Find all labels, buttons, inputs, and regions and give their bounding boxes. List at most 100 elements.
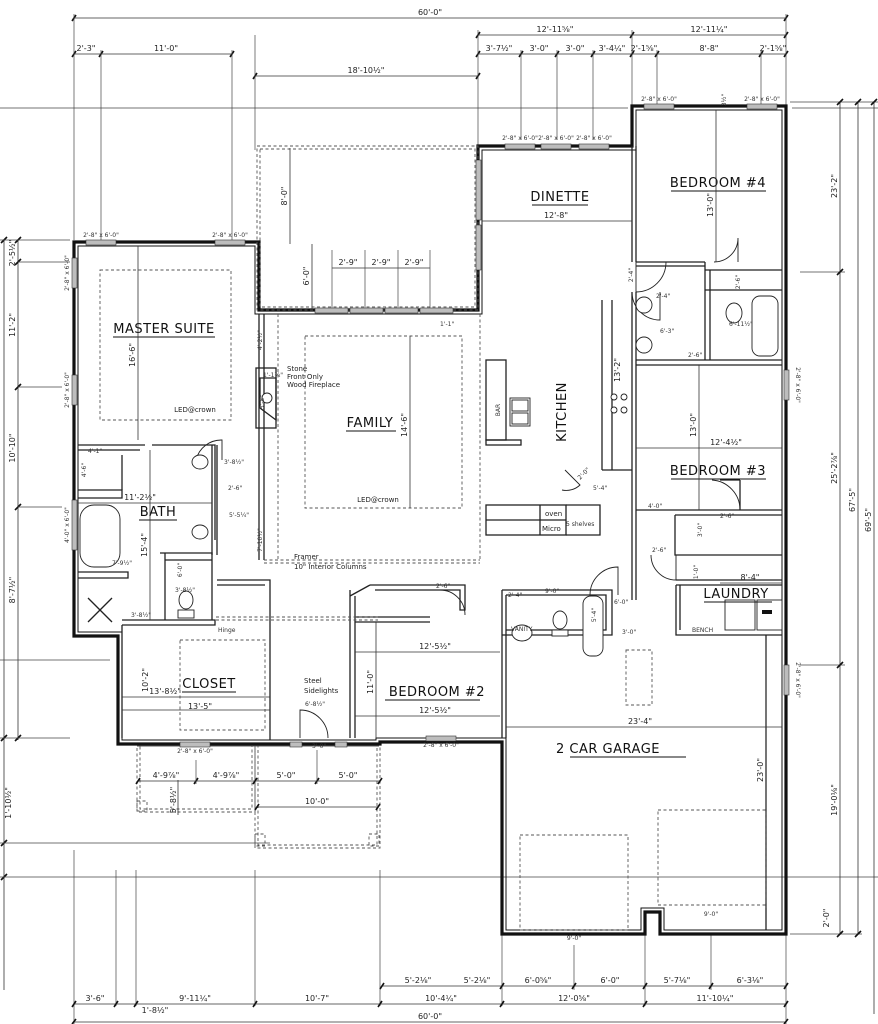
dim-bottom-r1-0: 5'-2⅛" <box>405 976 432 985</box>
dim-small: 6'-3" <box>660 328 674 335</box>
dim-small: 2'-4" <box>628 268 635 282</box>
dim-bottom-r2-3: 10'-7" <box>305 994 329 1003</box>
dim-small: 2'-0" <box>576 466 591 481</box>
exterior-walls <box>72 104 788 936</box>
note-sidelights-1: Sidelights <box>304 687 339 695</box>
note-led-master: LED@crown <box>174 406 216 414</box>
dim-garage-h: 23'-4" <box>628 717 652 726</box>
dim-small: 2'-6" <box>652 547 666 554</box>
dim-porch-depth: 5'-8½" <box>169 787 178 814</box>
dim-small: 2'-6" <box>228 485 242 492</box>
doors <box>195 237 741 739</box>
dim-small: 6'-11½" <box>729 321 753 328</box>
windows: 2'-8" x 6'-0" 2'-8" x 6'-0" 2'-8" x 6'-0… <box>64 96 801 755</box>
dim-small: 3'-0" <box>622 629 636 636</box>
dim-dinette-h: 12'-8" <box>544 211 568 220</box>
dim-bay-mullion-1: 2'-9" <box>372 258 391 267</box>
dim-bottom-r2-0: 3'-6" <box>86 994 105 1003</box>
dim-small: 2'-6" <box>436 583 450 590</box>
room-label-garage: 2 CAR GARAGE <box>556 742 660 757</box>
dim-bottom-r1-3: 6'-0" <box>601 976 620 985</box>
dim-bottom-r1-1: 5'-2⅛" <box>464 976 491 985</box>
room-label-laundry: LAUNDRY <box>703 587 768 602</box>
note-columns-1: 10" Interior Columns <box>294 563 367 571</box>
dim-left-3: 8'-7½" <box>8 577 17 604</box>
dim-small: 6'-0" <box>614 599 628 606</box>
dim-right-overall: 69'-5" <box>864 508 873 532</box>
window-label: 2'-8" x 6'-0" <box>212 232 248 239</box>
bay-dimensions: 8'-0" 6'-0" 2'-9" 2'-9" 2'-9" 3½" <box>280 94 728 310</box>
dim-small: 4'-0" <box>648 503 662 510</box>
window-label: 2'-8" x 6'-0" <box>502 135 538 142</box>
window-label: 2'-8" x 6'-0" <box>538 135 574 142</box>
window-label: 2'-8" x 6'-0" <box>744 96 780 103</box>
window-label: 2'-8" x 6'-0" <box>794 367 801 403</box>
dim-small: 1'-0" <box>693 565 700 579</box>
note-family-corner: 1'-1" <box>440 321 454 328</box>
dim-bottom-r1-4: 5'-7⅛" <box>664 976 691 985</box>
note-fireplace-2: Wood Fireplace <box>287 381 340 389</box>
dim-top-r4-6: 2'-1⅝" <box>760 44 787 53</box>
dim-small: 5'-5¼" <box>229 512 249 519</box>
dim-bottom-r2-2: 9'-11¼" <box>179 994 211 1003</box>
room-label-kitchen: KITCHEN <box>555 382 570 442</box>
dim-small: 3'-0" <box>312 743 326 750</box>
note-columns-0: Framer <box>294 553 319 561</box>
dim-small: 7'-9½" <box>112 560 132 567</box>
room-labels: MASTER SUITE LED@crown FAMILY LED@crown … <box>113 176 772 758</box>
dim-bottom-r2-6: 11'-10¼" <box>697 994 734 1003</box>
dim-small: 4'-6" <box>81 463 88 477</box>
label-vanity: VANITY <box>511 626 533 633</box>
dim-garage-door-1: 9'-0" <box>567 935 581 942</box>
dim-left-1: 11'-2" <box>8 313 17 337</box>
dim-bed2-v: 11'-0" <box>366 670 375 694</box>
dim-small: 5'-4" <box>591 608 598 622</box>
dim-porch-left-0: 4'-9⅞" <box>153 771 180 780</box>
dim-small: 6'-8½" <box>305 701 325 708</box>
dim-small: 6'-0" <box>177 563 184 577</box>
room-label-master-suite: MASTER SUITE <box>113 322 214 337</box>
dim-bed4-v: 13'-0" <box>706 193 715 217</box>
window-label: 2'-8" x 6'-0" <box>64 372 71 408</box>
window-label: 2'-8" x 6'-0" <box>83 232 119 239</box>
dim-small: 9'-0" <box>545 588 559 595</box>
dim-bath-h: 11'-2½" <box>124 493 156 502</box>
note-fireplace-dim2: 5'-5" <box>259 395 266 409</box>
dim-bottom-r2-1: 1'-8½" <box>142 1006 169 1015</box>
label-bench: BENCH <box>692 627 713 634</box>
dim-bed3-h: 12'-4½" <box>710 438 742 447</box>
dim-top-r2-0: 18'-10½" <box>348 66 385 75</box>
dim-small: 2'-4" <box>508 592 522 599</box>
dim-porch-right-0: 5'-0" <box>277 771 296 780</box>
interior-walls <box>78 146 782 930</box>
dim-bay-inner: 6'-0" <box>302 267 311 286</box>
dim-small: 2'-6" <box>720 513 734 520</box>
window-label: 2'-8" x 6'-0" <box>794 662 801 698</box>
dim-bay-depth: 8'-0" <box>280 187 289 206</box>
fixtures <box>79 295 783 931</box>
dim-bed2-h: 12'-5½" <box>419 642 451 651</box>
dim-right-0: 23'-2" <box>830 174 839 198</box>
dim-small: 3'-8½" <box>131 612 151 619</box>
room-label-dinette: DINETTE <box>530 190 589 205</box>
window-label: 2'-8" x 6'-0" <box>423 742 459 749</box>
dim-top-r4-5: 8'-8" <box>700 44 719 53</box>
note-fireplace-dim: 1'-1¼" <box>263 372 283 379</box>
dim-closet-h: 13'-5" <box>188 702 212 711</box>
dim-top-r4-4: 2'-1⅝" <box>631 44 658 53</box>
right-dimensions: 23'-2" 25'-2⅞" 19'-0⅛" 67'-5" 69'-5" 2'-… <box>790 98 878 1014</box>
annotation-notes: Stone Front Only Wood Fireplace 1'-1¼" 5… <box>218 321 713 695</box>
dim-bottom-r2-4: 10'-4¼" <box>425 994 457 1003</box>
note-fireplace-0: Stone <box>287 365 307 373</box>
dim-small: 2'-6" <box>735 275 742 289</box>
dim-master-v: 16'-6" <box>128 343 137 367</box>
dim-right-overall-mid: 67'-5" <box>848 488 857 512</box>
dim-small: 4'-2½" <box>257 330 264 350</box>
dim-bed3-v: 13'-0" <box>689 413 698 437</box>
note-led-family: LED@crown <box>357 496 399 504</box>
dim-right-3: 2'-0" <box>822 909 831 928</box>
window-label: 2'-8" x 6'-0" <box>177 748 213 755</box>
label-hinge: Hinge <box>218 627 236 634</box>
dim-overall-top: 60'-0" <box>418 8 442 17</box>
